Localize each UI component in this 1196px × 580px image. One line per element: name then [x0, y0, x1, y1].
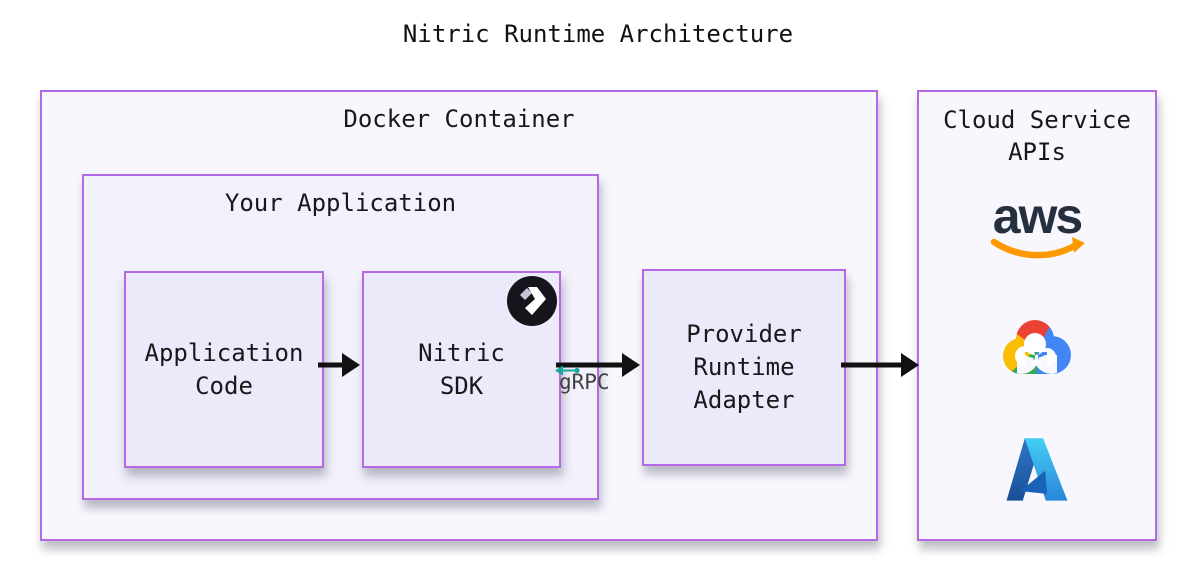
azure-logo-icon: [1006, 438, 1068, 501]
application-code-line2: Code: [195, 371, 253, 400]
nitric-sdk-label: Nitric SDK: [364, 273, 559, 466]
diagram-title: Nitric Runtime Architecture: [402, 20, 794, 48]
your-application-box: Your Application Application Code Nitric…: [82, 174, 599, 500]
docker-container-box: Docker Container Your Application Applic…: [40, 90, 878, 541]
nitric-logo-icon: [507, 276, 557, 326]
docker-container-label: Docker Container: [343, 105, 575, 133]
provider-line2: Runtime: [693, 353, 795, 381]
aws-smile-icon: [990, 237, 1085, 259]
cloud-service-apis-box: Cloud Service APIs aws: [917, 90, 1157, 541]
provider-line3: Adapter: [693, 386, 795, 414]
provider-line1: Provider: [686, 320, 802, 348]
provider-runtime-adapter-box: Provider Runtime Adapter: [642, 269, 846, 466]
aws-wordmark: aws: [992, 188, 1084, 244]
cloud-label-line2: APIs: [1008, 138, 1066, 166]
cloud-service-apis-label: Cloud Service APIs: [919, 92, 1155, 168]
your-application-label: Your Application: [224, 189, 457, 217]
application-code-label: Application Code: [126, 273, 322, 466]
provider-runtime-adapter-label: Provider Runtime Adapter: [644, 271, 844, 464]
aws-logo-icon: aws: [982, 188, 1092, 263]
google-cloud-logo-icon: [1002, 319, 1072, 376]
cloud-label-line1: Cloud Service: [943, 106, 1131, 134]
grpc-label-group: gRPC: [552, 362, 642, 402]
grpc-arrow-icon: [555, 365, 580, 376]
application-code-box: Application Code: [124, 271, 324, 468]
arrow-sdk-to-provider: [556, 353, 640, 377]
application-code-line1: Application: [144, 338, 304, 367]
arrow-appcode-to-sdk: [318, 353, 360, 377]
arrow-provider-to-cloud: [841, 353, 919, 377]
grpc-label: gRPC: [559, 370, 610, 394]
nitric-sdk-box: Nitric SDK: [362, 271, 561, 468]
nitric-sdk-line1: Nitric: [418, 338, 505, 367]
nitric-sdk-line2: SDK: [439, 371, 484, 400]
